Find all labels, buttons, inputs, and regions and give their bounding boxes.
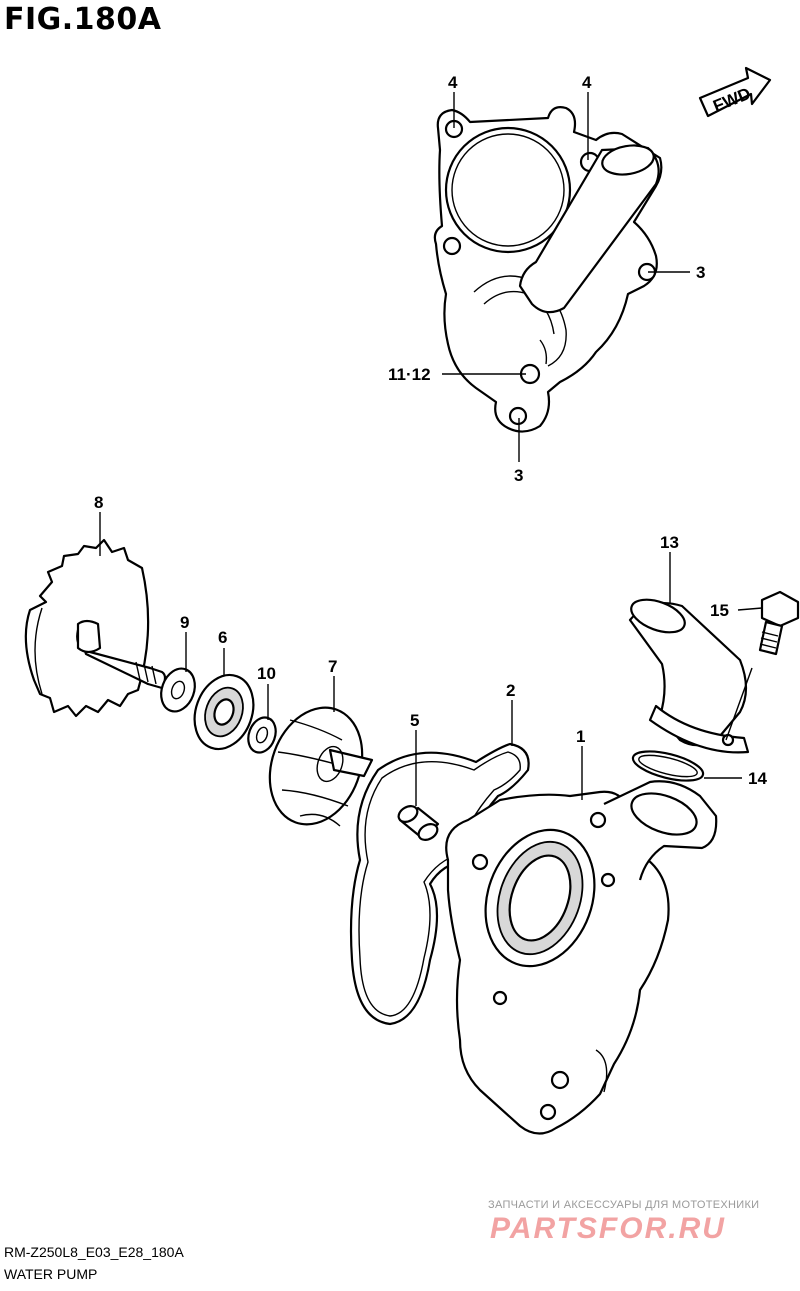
fwd-arrow-icon: FWD	[698, 66, 772, 118]
callout-9: 9	[180, 613, 189, 632]
oil-seal-6-part	[193, 673, 255, 751]
callout-3: 3	[514, 466, 523, 485]
callout-7: 7	[328, 657, 337, 676]
leader-lines	[99, 92, 763, 806]
bolt-15-part	[725, 590, 800, 741]
callout-6: 6	[218, 628, 227, 647]
callout-8: 8	[94, 493, 103, 512]
callout-10: 10	[257, 664, 276, 683]
elbow-pipe-13-part	[628, 598, 750, 754]
callout-13: 13	[660, 533, 679, 552]
fwd-label: FWD	[710, 84, 753, 116]
callout-5: 5	[410, 711, 419, 730]
callout-2: 2	[506, 681, 515, 700]
pump-case-1-part	[445, 780, 718, 1135]
diagram-code: RM-Z250L8_E03_E28_180A	[4, 1244, 184, 1260]
dowel-pin-5-part	[397, 805, 440, 841]
callout-4: 4	[582, 73, 592, 92]
callout-4: 4	[448, 73, 458, 92]
watermark-brand: PARTSFOR.RU	[490, 1212, 726, 1245]
callout-15: 15	[710, 601, 729, 620]
washer-10-part	[247, 716, 277, 754]
watermark-tagline: ЗАПЧАСТИ И АКСЕССУАРЫ ДЛЯ МОТОТЕХНИКИ	[488, 1199, 760, 1211]
figure-title: FIG.180A	[4, 2, 162, 37]
callout-1: 1	[576, 727, 585, 746]
o-ring-14-part	[631, 750, 705, 782]
callout-3: 3	[696, 263, 705, 282]
pump-cover-part	[433, 106, 663, 433]
o-ring-gasket-2-part	[349, 742, 530, 1026]
diagram-name: WATER PUMP	[4, 1266, 98, 1282]
impeller-shaft-gear-part	[24, 538, 167, 718]
impeller-7-part	[268, 706, 374, 827]
callout-14: 14	[748, 769, 767, 788]
callout-11-12: 11·12	[388, 365, 431, 384]
